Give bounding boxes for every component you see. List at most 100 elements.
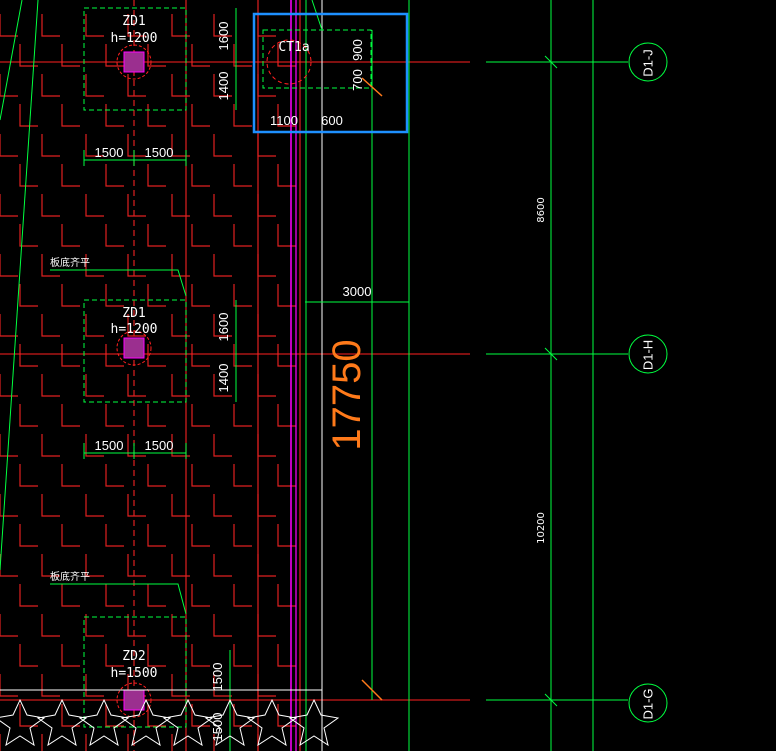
grid-cell (19, 44, 38, 67)
grid-cell (233, 644, 252, 667)
grid-cell (213, 434, 232, 457)
grid-cell (277, 344, 296, 367)
grid-cell (85, 434, 104, 457)
dim-zd2-upper: 1500 (210, 663, 225, 692)
cap-dim-1100: 1100 (270, 113, 298, 128)
grid-cell (233, 404, 252, 427)
pile-symbol (246, 698, 298, 747)
grid-cell (147, 284, 166, 307)
grid-cell (41, 434, 60, 457)
cap-dim-600: 600 (321, 113, 343, 128)
grid-cell (61, 644, 80, 667)
grid-cell (85, 14, 104, 37)
grid-cell (41, 374, 60, 397)
grid-cell (171, 674, 190, 697)
grid-cell (277, 404, 296, 427)
grid-cell (0, 74, 18, 97)
foundation-height-zd1-mid: h=1200 (111, 322, 158, 337)
grid-cell (127, 254, 146, 277)
grid-cell (213, 314, 232, 337)
grid-cell (127, 14, 146, 37)
grid-cell (191, 404, 210, 427)
grid-cell (171, 314, 190, 337)
grid-cell (41, 734, 43, 751)
grid-cell (41, 314, 60, 337)
grid-cell (0, 14, 18, 37)
column-markers (116, 39, 312, 718)
dim-left-top: 1500 (95, 145, 124, 160)
grid-cell (41, 674, 60, 697)
grid-cell (0, 614, 18, 637)
dim-upper-mid: 1600 (216, 313, 231, 342)
grid-cell (277, 284, 296, 307)
grid-cell (213, 194, 232, 217)
red-grid-pattern (0, 0, 301, 751)
grid-cell (19, 644, 38, 667)
grid-cell (85, 314, 104, 337)
axis-label-d1-h: D1-H (640, 340, 655, 370)
grid-cell (127, 614, 146, 637)
grid-cell (213, 734, 215, 751)
grid-cell (19, 524, 38, 547)
grid-cell (0, 434, 18, 457)
grid-cell (85, 134, 104, 157)
grid-cell (105, 344, 124, 367)
grid-cell (19, 224, 38, 247)
grid-cell (105, 44, 124, 67)
dim-left-mid: 1500 (95, 438, 124, 453)
grid-cell (85, 674, 104, 697)
grid-cell (61, 524, 80, 547)
grid-cell (233, 704, 252, 727)
grid-cell (171, 614, 190, 637)
grid-cell (147, 344, 166, 367)
dim-right-top: 1500 (145, 145, 174, 160)
grid-cell (0, 254, 18, 277)
grid-cell (0, 554, 18, 577)
foundation-outlines (83, 7, 372, 728)
dim-span-10200: 10200 (536, 512, 547, 544)
dim-span-8600: 8600 (536, 197, 547, 222)
grid-cell (233, 44, 252, 67)
grid-cell (147, 704, 166, 727)
grid-cell (105, 224, 124, 247)
grid-cell (277, 224, 296, 247)
grid-cell (127, 74, 146, 97)
selection-highlight-box[interactable] (252, 12, 409, 134)
grid-cell (233, 584, 252, 607)
grid-cell (0, 494, 18, 517)
grid-cell (41, 14, 60, 37)
grid-cell (61, 584, 80, 607)
grid-cell (147, 44, 166, 67)
grid-cell (105, 584, 124, 607)
axis-lines (0, 61, 470, 701)
grid-cell (19, 104, 38, 127)
grid-cell (233, 344, 252, 367)
foundation-height-zd2: h=1500 (111, 666, 158, 681)
grid-cell (233, 104, 252, 127)
grid-cell (277, 164, 296, 187)
grid-cell (19, 164, 38, 187)
grid-cell (61, 224, 80, 247)
grid-cell (105, 524, 124, 547)
grid-cell (61, 164, 80, 187)
grid-cell (105, 284, 124, 307)
axis-label-d1-g: D1-G (640, 688, 655, 719)
grid-cell (19, 584, 38, 607)
dim-zd2-lower: 1500 (210, 713, 225, 742)
grid-cell (61, 284, 80, 307)
axis-bubble-d1-j[interactable]: D1-J (628, 42, 668, 82)
note-flush-1: 板底齐平 (50, 256, 90, 269)
axis-bubble-d1-g[interactable]: D1-G (628, 683, 668, 723)
cap-dim-700: 700 (350, 69, 365, 91)
grid-cell (277, 44, 296, 67)
dim-ticks (361, 77, 383, 701)
axis-label-d1-j: D1-J (640, 49, 655, 76)
dim-width-3000: 3000 (343, 284, 372, 299)
grid-cell (213, 614, 232, 637)
grid-cell (191, 524, 210, 547)
ground-boundary (0, 689, 340, 747)
note-leaders (50, 269, 187, 615)
axis-bubble-d1-h[interactable]: D1-H (628, 334, 668, 374)
grid-cell (191, 584, 210, 607)
